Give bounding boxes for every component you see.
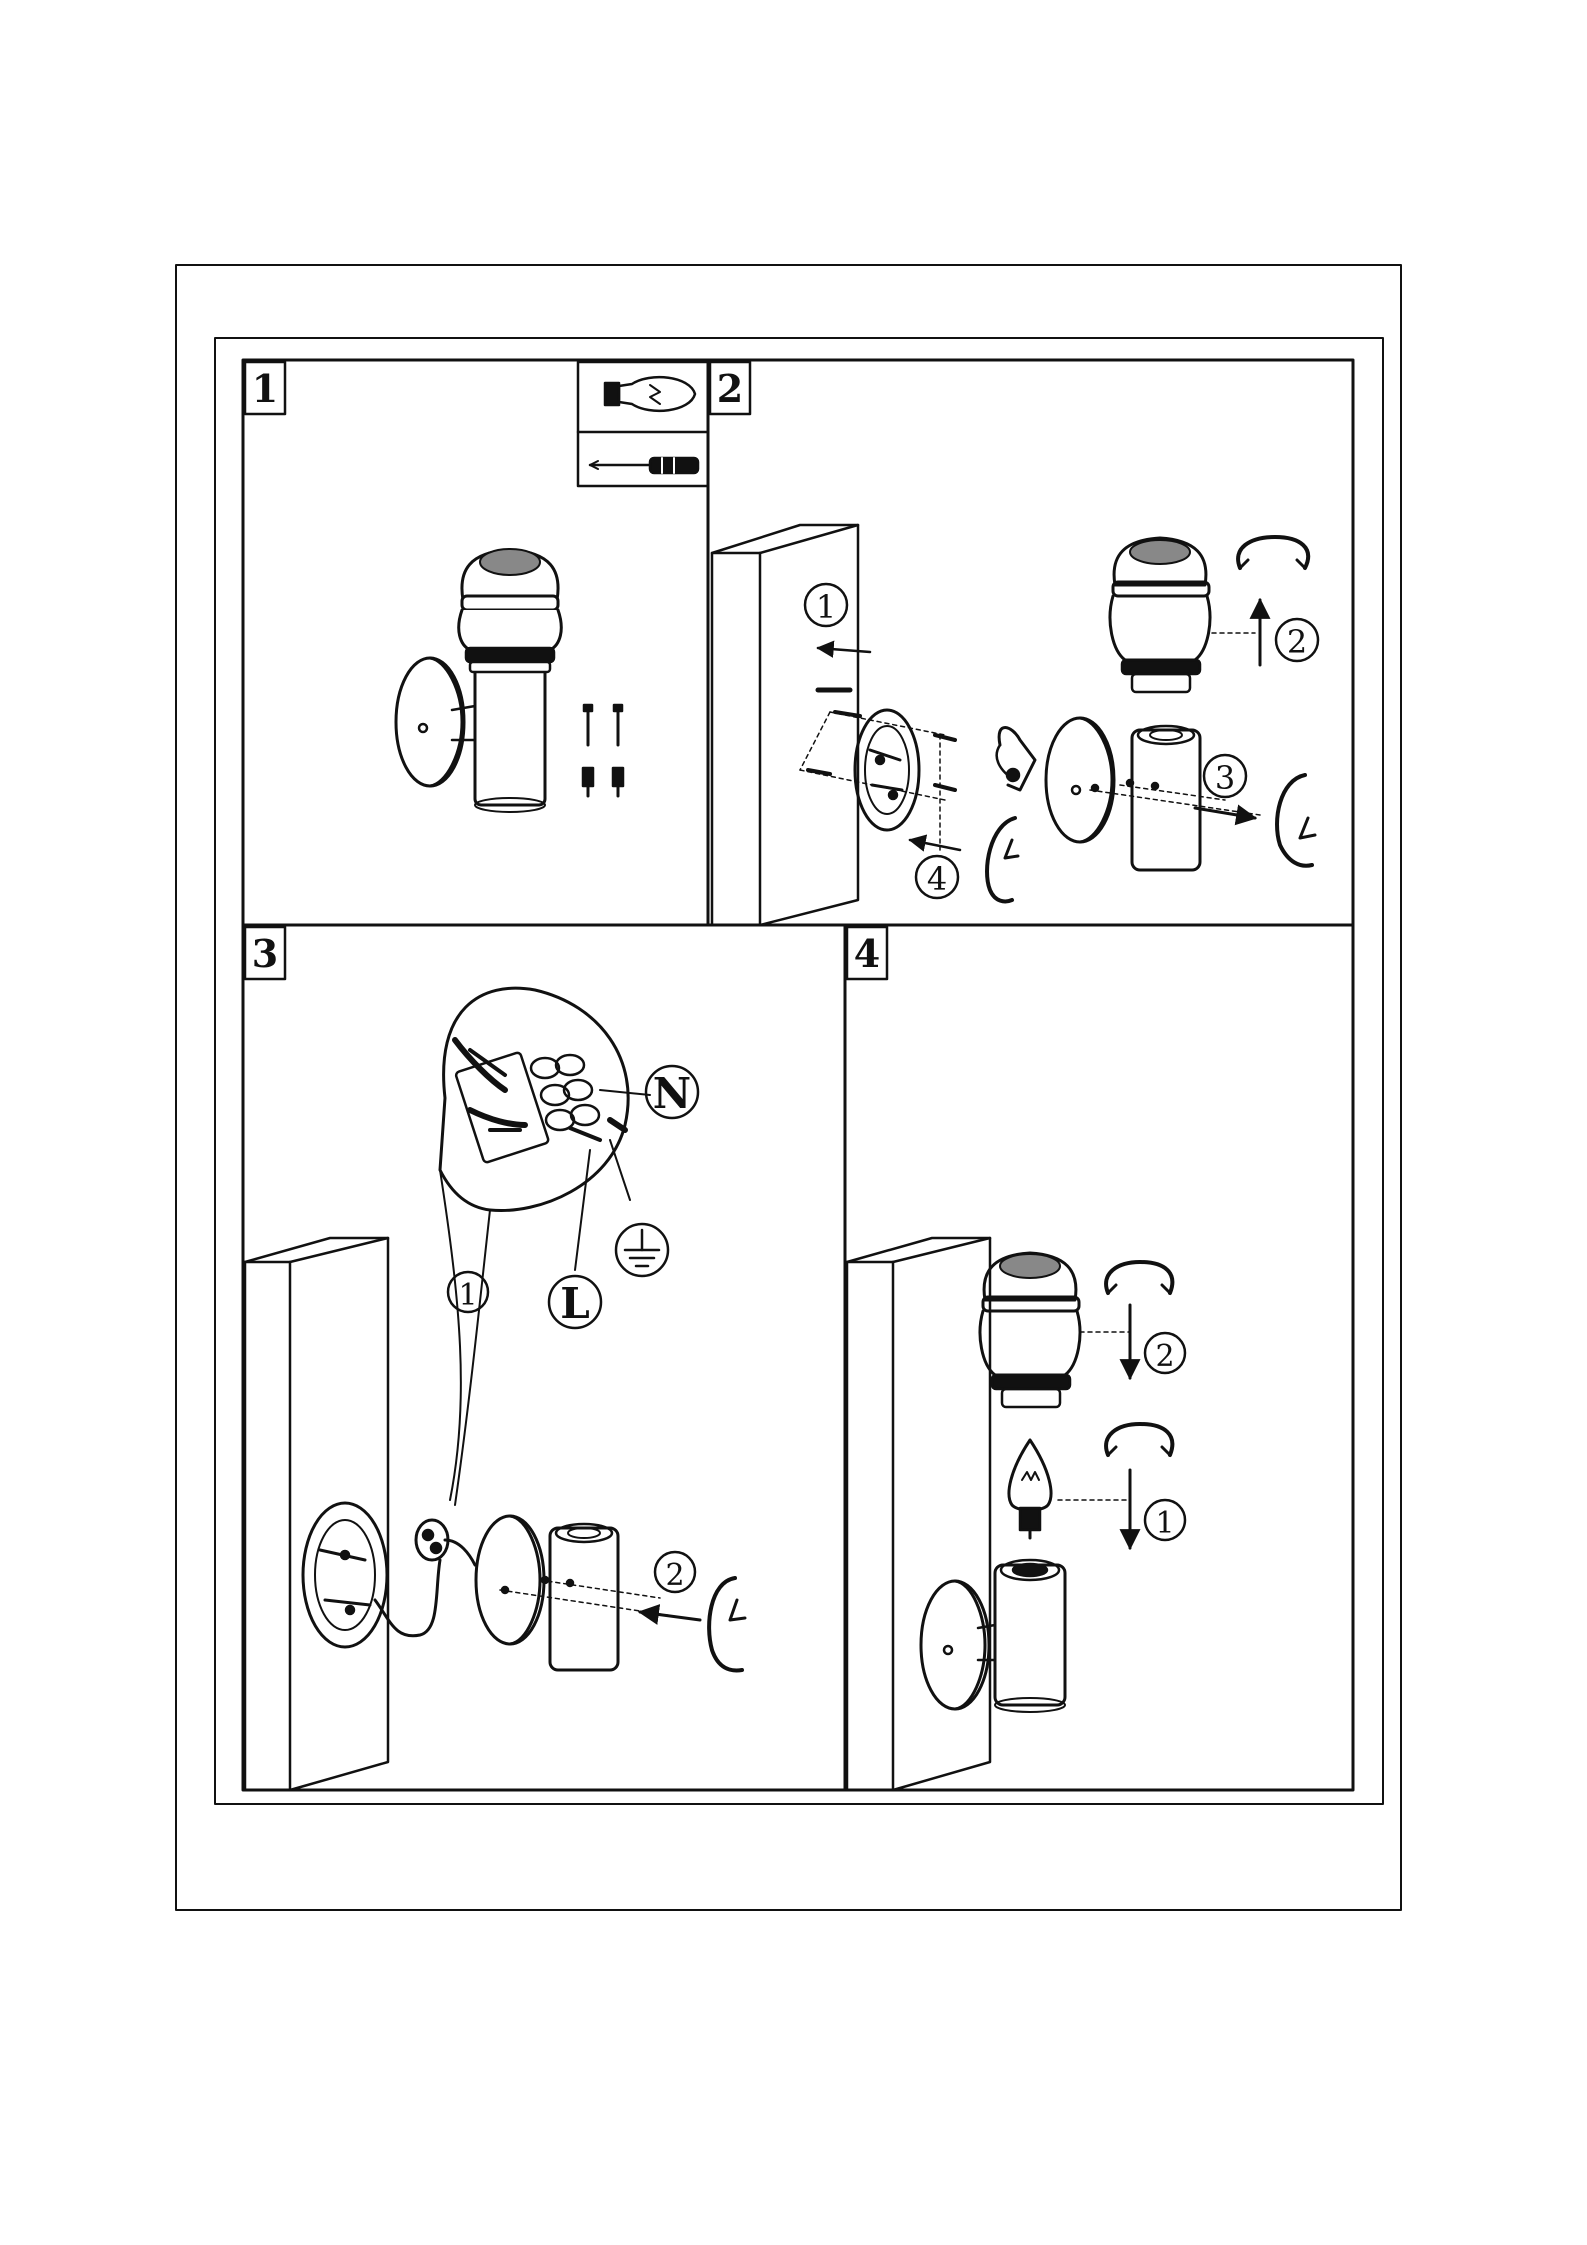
panel-1-number: 1 bbox=[252, 366, 278, 411]
lamp-body-cylinder bbox=[995, 1560, 1065, 1712]
callout-2-1: 1 bbox=[805, 584, 847, 626]
svg-text:4: 4 bbox=[927, 860, 947, 898]
wall-block bbox=[847, 1238, 990, 1790]
callout-2-2: 2 bbox=[1276, 619, 1318, 661]
lamp-body-cylinder bbox=[1132, 726, 1200, 870]
assembled-wall-lamp bbox=[396, 549, 561, 812]
callout-2-3: 3 bbox=[1204, 755, 1246, 797]
earth-ground-icon bbox=[616, 1224, 668, 1276]
callout-4-1: 1 bbox=[1145, 1500, 1185, 1541]
arrow-insert-screw bbox=[640, 1612, 700, 1620]
panel-3: 3 bbox=[245, 927, 745, 1790]
neutral-terminal-label: N bbox=[646, 1066, 698, 1118]
svg-text:L: L bbox=[560, 1279, 590, 1328]
lamp-head bbox=[980, 1253, 1080, 1407]
lamp-backplate bbox=[921, 1581, 995, 1709]
mounting-plate bbox=[303, 1503, 387, 1647]
arrow-drill bbox=[818, 648, 870, 652]
connector-block bbox=[416, 1520, 475, 1565]
screw-guides bbox=[800, 712, 945, 850]
svg-text:2: 2 bbox=[665, 1558, 684, 1593]
callout-4-2: 2 bbox=[1145, 1333, 1185, 1374]
arrow-fix-plate bbox=[910, 840, 960, 850]
callout-3-2: 2 bbox=[655, 1552, 695, 1593]
diagram-border-inner bbox=[243, 360, 1353, 1790]
live-terminal-label: L bbox=[549, 1276, 601, 1328]
retaining-clip-top bbox=[1238, 537, 1308, 568]
retaining-clip-right bbox=[1277, 775, 1315, 866]
terminal-block-detail bbox=[440, 988, 650, 1505]
bulb-icon bbox=[605, 377, 695, 411]
panel-1: 1 bbox=[245, 362, 708, 812]
lamp-backplate bbox=[476, 1516, 544, 1644]
panel-4-number: 4 bbox=[854, 931, 880, 976]
svg-text:1: 1 bbox=[816, 588, 836, 626]
bulb-icon bbox=[1009, 1440, 1051, 1538]
lamp-body-cylinder bbox=[550, 1524, 618, 1670]
svg-text:N: N bbox=[653, 1069, 691, 1118]
wall-block bbox=[712, 525, 858, 925]
screws-and-wall-plugs bbox=[583, 705, 623, 796]
svg-text:2: 2 bbox=[1287, 623, 1307, 661]
retaining-clip-upper bbox=[1106, 1262, 1172, 1293]
panel-3-number: 3 bbox=[252, 931, 278, 976]
panel-2-number: 2 bbox=[717, 366, 743, 411]
svg-text:3: 3 bbox=[1215, 759, 1235, 797]
lamp-backplate bbox=[997, 718, 1114, 842]
panel-4: 4 2 bbox=[847, 927, 1185, 1790]
svg-text:1: 1 bbox=[458, 1278, 477, 1313]
screwdriver-icon bbox=[590, 458, 698, 473]
svg-text:1: 1 bbox=[1155, 1506, 1174, 1541]
retaining-clip bbox=[709, 1578, 745, 1670]
retaining-clip-bottom bbox=[987, 818, 1018, 901]
diagram-border-outer bbox=[215, 338, 1383, 1804]
outer-frame bbox=[176, 265, 1401, 1910]
panel-2: 2 bbox=[710, 362, 1318, 925]
svg-text:2: 2 bbox=[1155, 1339, 1174, 1374]
lamp-head bbox=[1110, 538, 1210, 692]
tools-required-box bbox=[578, 362, 708, 486]
callout-2-4: 4 bbox=[916, 856, 958, 898]
retaining-clip-lower bbox=[1106, 1424, 1172, 1455]
callout-3-1: 1 bbox=[448, 1272, 488, 1313]
